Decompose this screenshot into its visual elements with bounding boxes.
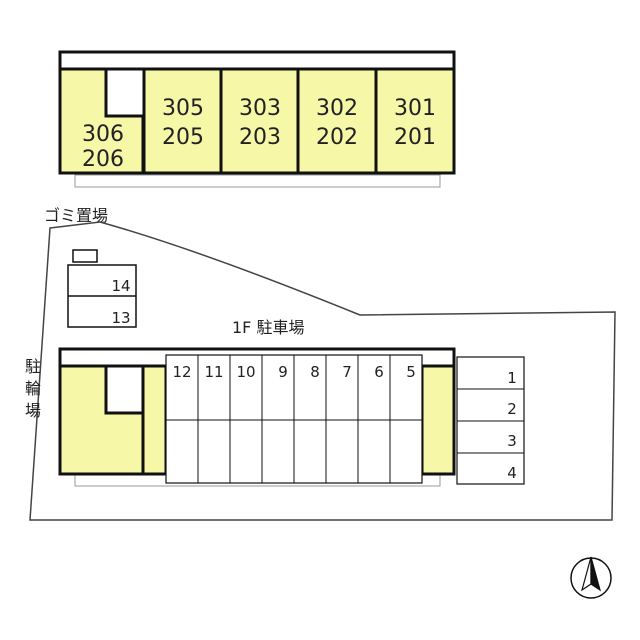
unit-305-upper: 305 <box>162 96 204 121</box>
unit-301 <box>374 67 456 175</box>
slot-10: 10 <box>236 363 255 381</box>
unit-301-lower: 201 <box>394 125 436 150</box>
building-lower: 12 11 10 9 8 7 6 5 <box>58 347 456 487</box>
bicycle-label-3: 場 <box>25 401 41 420</box>
garbage-box <box>72 249 98 263</box>
lower-unit-strip-left <box>141 364 168 476</box>
unit-301-upper: 301 <box>394 96 436 121</box>
side-slots: 14 13 <box>67 264 137 328</box>
slot-6: 6 <box>374 363 384 381</box>
slot-4: 4 <box>507 464 517 482</box>
slot-5: 5 <box>406 363 416 381</box>
unit-303-upper: 303 <box>239 96 281 121</box>
unit-305 <box>142 67 223 175</box>
unit-303 <box>219 67 300 175</box>
garbage-label: ゴミ置場 <box>44 206 108 225</box>
slot-13: 13 <box>111 309 130 327</box>
building-corridor <box>58 50 456 71</box>
slot-11: 11 <box>204 363 223 381</box>
unit-305-lower: 205 <box>162 125 204 150</box>
unit-303-lower: 203 <box>239 125 281 150</box>
unit-306-upper: 306 <box>82 122 124 147</box>
parking-label: 1F 駐車場 <box>232 318 304 337</box>
slot-8: 8 <box>310 363 320 381</box>
building-shadow <box>74 174 441 188</box>
slot-7: 7 <box>342 363 352 381</box>
slot-3: 3 <box>507 432 517 450</box>
building-upper: 306 206 305 205 303 203 302 202 301 201 <box>58 50 456 188</box>
bicycle-label-1: 駐 <box>25 357 41 376</box>
slot-9: 9 <box>278 363 288 381</box>
bicycle-label-2: 輪 <box>25 379 41 398</box>
slot-2: 2 <box>507 400 517 418</box>
unit-302 <box>296 67 378 175</box>
unit-302-lower: 202 <box>316 125 358 150</box>
slot-14: 14 <box>111 277 130 295</box>
slot-12: 12 <box>172 363 191 381</box>
site-boundary <box>29 221 616 521</box>
unit-302-upper: 302 <box>316 96 358 121</box>
right-slots: 1 2 3 4 <box>456 356 525 485</box>
north-arrow-icon <box>570 556 612 599</box>
unit-306-lower: 206 <box>82 147 124 172</box>
slot-1: 1 <box>507 369 517 387</box>
lower-unit-strip-right <box>420 364 456 476</box>
